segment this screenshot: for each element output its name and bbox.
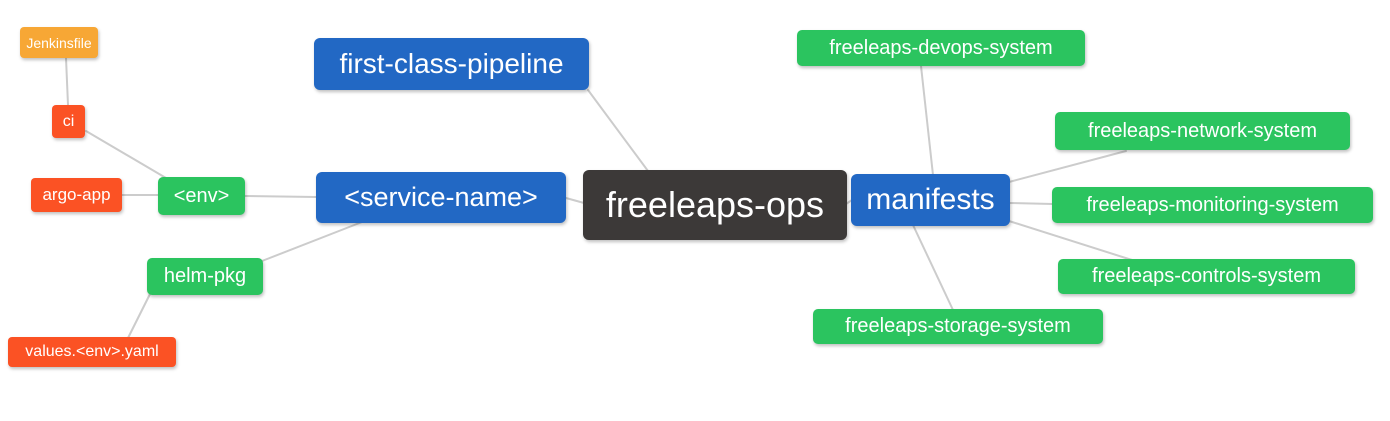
edge-values-yaml-to-helm-pkg	[127, 293, 151, 339]
edge-first-class-pipeline-to-freeleaps-ops	[587, 89, 649, 172]
edge-helm-pkg-to-service-name	[261, 221, 363, 262]
node-freeleaps-network-system[interactable]: freeleaps-network-system	[1055, 112, 1350, 150]
edge-service-name-to-freeleaps-ops	[565, 197, 585, 204]
node-freeleaps-monitoring-system[interactable]: freeleaps-monitoring-system	[1052, 187, 1373, 223]
node-jenkinsfile[interactable]: Jenkinsfile	[20, 27, 98, 58]
node-ci[interactable]: ci	[52, 105, 85, 138]
edge-jenkinsfile-to-ci	[65, 57, 69, 106]
edge-manifests-to-storage-system	[912, 224, 954, 311]
node-service-name[interactable]: <service-name>	[316, 172, 566, 223]
node-first-class-pipeline[interactable]: first-class-pipeline	[314, 38, 589, 90]
node-freeleaps-storage-system[interactable]: freeleaps-storage-system	[813, 309, 1103, 344]
node-argo-app[interactable]: argo-app	[31, 178, 122, 212]
edge-manifests-to-devops-system	[920, 65, 934, 176]
node-freeleaps-ops-root[interactable]: freeleaps-ops	[583, 170, 847, 240]
node-freeleaps-devops-system[interactable]: freeleaps-devops-system	[797, 30, 1085, 66]
edge-manifests-to-network-system	[1008, 150, 1127, 183]
node-values-env-yaml[interactable]: values.<env>.yaml	[8, 337, 176, 367]
edge-env-to-service-name	[244, 195, 317, 198]
node-manifests[interactable]: manifests	[851, 174, 1010, 226]
edge-manifests-to-controls-system	[1008, 220, 1133, 261]
node-freeleaps-controls-system[interactable]: freeleaps-controls-system	[1058, 259, 1355, 294]
node-helm-pkg[interactable]: helm-pkg	[147, 258, 263, 295]
edge-manifests-to-monitoring-system	[1008, 202, 1054, 205]
edge-ci-to-env	[85, 130, 167, 179]
node-env[interactable]: <env>	[158, 177, 245, 215]
